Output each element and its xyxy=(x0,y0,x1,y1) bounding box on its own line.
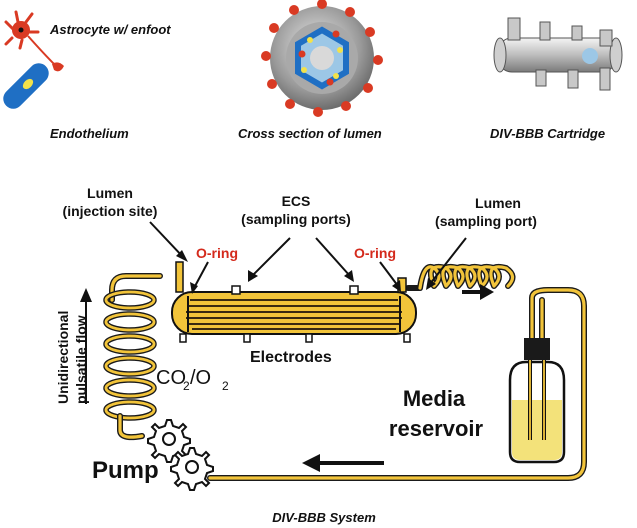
gas-label-co: CO xyxy=(156,367,186,389)
lumen-injection-title: Lumen xyxy=(87,185,133,201)
gas-label: CO 2 /O 2 xyxy=(156,367,229,393)
flow-label-line2: pulsatile flow xyxy=(73,315,89,404)
lumen-injection-subtitle: (injection site) xyxy=(63,203,158,219)
pump-gear-icon xyxy=(147,419,214,491)
lumen-sampling-subtitle: (sampling port) xyxy=(435,213,537,229)
cartridge-icon xyxy=(493,17,623,91)
arrows xyxy=(80,221,494,472)
reservoir-label-line2: reservoir xyxy=(389,416,484,441)
left-coil xyxy=(103,289,157,421)
flow-label-line1: Unidirectional xyxy=(55,311,71,404)
reservoir-label-line1: Media xyxy=(403,386,466,411)
flow-label: Unidirectional pulsatile flow xyxy=(55,311,89,404)
ecs-subtitle: (sampling ports) xyxy=(241,211,351,227)
astrocyte-label: Astrocyte w/ enfoot xyxy=(49,22,171,37)
astrocyte-icon xyxy=(4,10,64,72)
pump-label: Pump xyxy=(92,457,159,484)
oring-right-label: O-ring xyxy=(354,245,396,261)
cartridge-label: DIV-BBB Cartridge xyxy=(490,126,605,141)
cartridge xyxy=(171,261,417,343)
lumen-sampling-title: Lumen xyxy=(475,195,521,211)
gas-label-o: /O xyxy=(190,367,211,389)
electrodes-label: Electrodes xyxy=(250,349,332,366)
endothelium-icon xyxy=(3,63,49,109)
cross-section-label: Cross section of lumen xyxy=(238,126,382,141)
lumen-cross-section-icon xyxy=(261,0,383,117)
diagram-caption: DIV-BBB System xyxy=(272,510,376,525)
ecs-title: ECS xyxy=(282,193,311,209)
gas-label-sub1: 2 xyxy=(183,379,190,393)
endothelium-label: Endothelium xyxy=(50,126,129,141)
media-reservoir-bottle xyxy=(508,338,566,464)
tubing xyxy=(103,263,587,481)
gas-label-sub2: 2 xyxy=(222,379,229,393)
oring-left-label: O-ring xyxy=(196,245,238,261)
